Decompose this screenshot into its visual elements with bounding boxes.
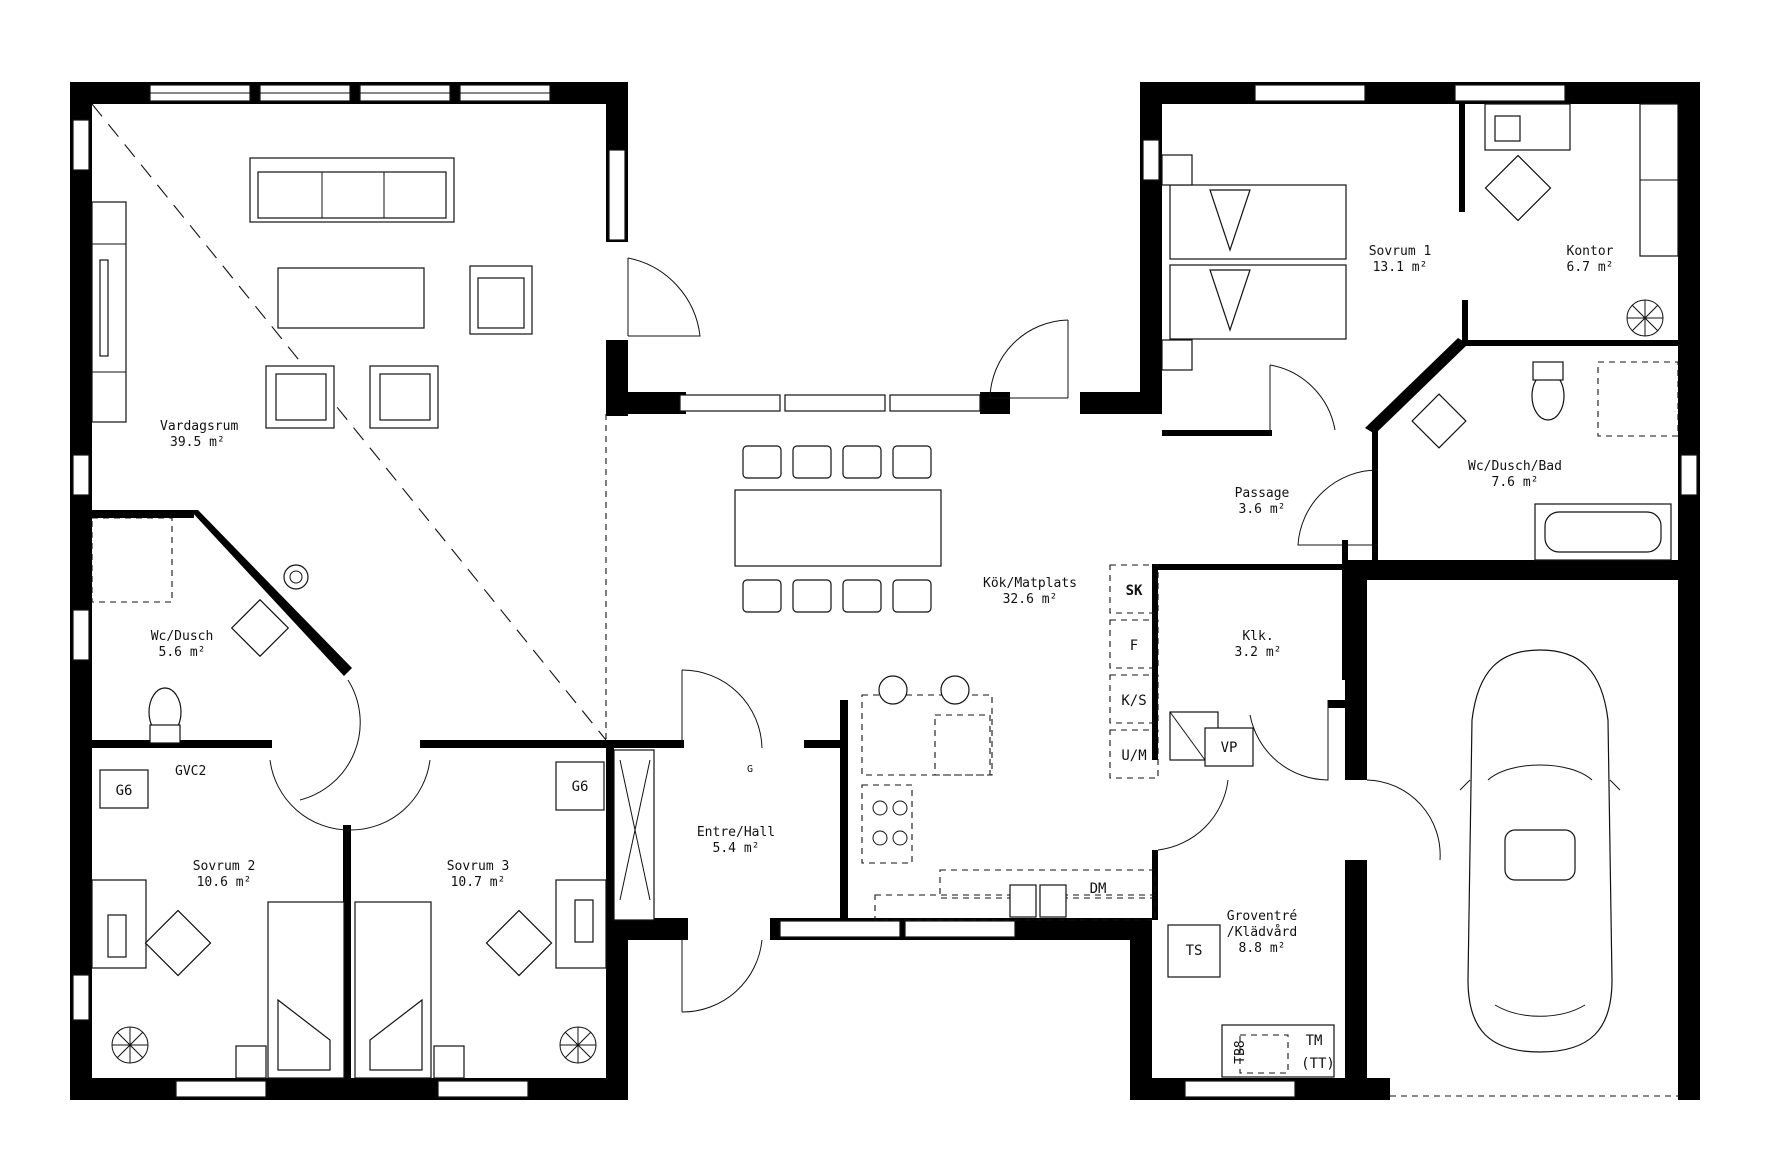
tag-um: U/M	[1121, 748, 1146, 764]
armchair-icon	[369, 365, 439, 429]
tag-vp: VP	[1221, 740, 1238, 756]
bed-icon	[1161, 154, 1347, 371]
room-name-passage: Passage	[1235, 486, 1290, 501]
sink-icon	[1411, 393, 1467, 449]
room-labels: Vardagsrum 39.5 m² Kök/Matplats 32.6 m² …	[151, 244, 1614, 956]
tag-g: G	[747, 764, 753, 775]
room-name-kok: Kök/Matplats	[983, 576, 1077, 591]
room-name-kontor: Kontor	[1567, 244, 1614, 259]
room-name-vardagsrum: Vardagsrum	[160, 419, 238, 434]
tag-tb8: TB8	[1233, 1040, 1248, 1063]
room-area-wcd: 5.6 m²	[159, 645, 206, 660]
desk-icon	[91, 879, 212, 977]
tag-gvc2: GVC2	[175, 764, 206, 779]
bathtub-icon	[1534, 503, 1672, 561]
tv-unit-icon	[91, 201, 127, 423]
plant-icon	[559, 1026, 597, 1064]
armchair-icon	[265, 365, 335, 429]
plant-icon	[1626, 299, 1664, 337]
room-name-wcd: Wc/Dusch	[151, 629, 214, 644]
tag-g6-left: G6	[116, 783, 133, 799]
room-area-vardagsrum: 39.5 m²	[170, 435, 225, 450]
kitchen-counter-icon	[874, 869, 1156, 921]
shower-area	[91, 517, 173, 603]
coffee-table-icon	[277, 267, 425, 329]
bed-icon	[235, 901, 345, 1079]
room-name-groventre: Groventré	[1227, 909, 1298, 924]
wardrobe-icon	[1639, 103, 1679, 257]
room-area-entre: 5.4 m²	[713, 841, 760, 856]
room-area-groventre: 8.8 m²	[1239, 941, 1286, 956]
furniture	[91, 103, 1679, 1097]
dining-table-icon	[734, 489, 942, 567]
toilet-icon	[1531, 361, 1565, 421]
tag-tt: (TT)	[1301, 1056, 1335, 1072]
room-area-passage: 3.6 m²	[1239, 502, 1286, 517]
bed-icon	[354, 901, 465, 1079]
room-name2-groventre: /Klädvård	[1227, 925, 1297, 940]
tag-ts: TS	[1186, 943, 1203, 959]
desk-icon	[485, 879, 607, 977]
room-area-sovrum2: 10.6 m²	[197, 875, 252, 890]
room-area-kontor: 6.7 m²	[1567, 260, 1614, 275]
sofa-icon	[249, 157, 455, 223]
doors	[269, 257, 1441, 1013]
stove-icon	[861, 784, 913, 864]
room-area-sovrum3: 10.7 m²	[451, 875, 506, 890]
interior-walls	[92, 102, 1678, 1080]
wardrobe-icon	[613, 749, 655, 921]
shower-area	[1597, 361, 1679, 437]
dining-chairs	[742, 445, 932, 613]
room-name-sovrum3: Sovrum 3	[447, 859, 510, 874]
room-area-wcdb: 7.6 m²	[1492, 475, 1539, 490]
open-plan-divider	[91, 103, 607, 741]
room-name-sovrum1: Sovrum 1	[1369, 244, 1432, 259]
tag-tm: TM	[1306, 1033, 1323, 1049]
armchair-icon	[469, 265, 533, 335]
tag-sk: SK	[1126, 583, 1143, 599]
kitchen-island-icon	[861, 675, 993, 776]
room-name-sovrum2: Sovrum 2	[193, 859, 256, 874]
room-area-klk: 3.2 m²	[1235, 645, 1282, 660]
tag-dm: DM	[1090, 881, 1107, 897]
car-icon	[1459, 649, 1621, 1053]
desk-icon	[1484, 103, 1571, 222]
plant-icon	[111, 1026, 149, 1064]
tag-ks: K/S	[1121, 693, 1146, 709]
toilet-icon	[148, 687, 182, 744]
room-name-klk: Klk.	[1242, 629, 1273, 644]
room-area-sovrum1: 13.1 m²	[1373, 260, 1428, 275]
room-name-wcdb: Wc/Dusch/Bad	[1468, 459, 1562, 474]
fixture-tags: SK F K/S U/M VP G6 GVC2 G6 G DM TS TB8 T…	[99, 564, 1335, 1078]
tag-f: F	[1130, 638, 1138, 654]
room-area-kok: 32.6 m²	[1003, 592, 1058, 607]
room-name-entre: Entre/Hall	[697, 825, 775, 840]
tag-g6-right: G6	[572, 779, 589, 795]
windows	[72, 84, 1698, 1098]
sink-icon	[230, 564, 309, 658]
